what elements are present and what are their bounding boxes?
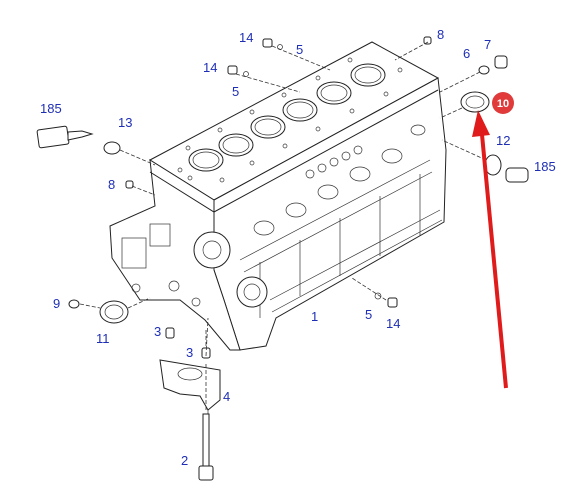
callout-7: 7 xyxy=(484,37,491,52)
callout-12: 12 xyxy=(496,133,510,148)
callout-14-bottom: 14 xyxy=(386,316,400,331)
cylinder-block xyxy=(109,41,447,351)
plug-14-top xyxy=(262,38,283,50)
callout-185-right: 185 xyxy=(534,159,556,174)
bearing-cap-4 xyxy=(159,359,221,440)
callout-5-left: 5 xyxy=(232,84,239,99)
plug-14-left xyxy=(227,65,249,77)
callout-3-left: 3 xyxy=(154,324,161,339)
crankcase-ribs xyxy=(239,159,443,318)
leader-lines xyxy=(79,41,487,410)
callout-9: 9 xyxy=(53,296,60,311)
deck-bolt-holes xyxy=(177,57,403,183)
callout-6: 6 xyxy=(463,46,470,61)
callout-13: 13 xyxy=(118,115,132,130)
main-bearing-bolt-2 xyxy=(198,413,214,481)
plug-7 xyxy=(494,55,508,69)
callout-2: 2 xyxy=(181,453,188,468)
callout-1: 1 xyxy=(311,309,318,324)
callout-8-left: 8 xyxy=(108,177,115,192)
plug-13 xyxy=(103,141,121,155)
callout-3-right: 3 xyxy=(186,345,193,360)
plug-8-left xyxy=(125,180,134,189)
callout-14-top: 14 xyxy=(239,30,253,45)
sealant-tube-right xyxy=(505,167,529,183)
callout-8-top: 8 xyxy=(437,27,444,42)
callout-4: 4 xyxy=(223,389,230,404)
dowel-3a xyxy=(165,327,175,339)
sealant-tube-left xyxy=(36,125,94,149)
callout-5-top: 5 xyxy=(296,42,303,57)
rear-face-details xyxy=(121,223,268,308)
callout-5-bottom: 5 xyxy=(365,307,372,322)
highlight-arrow xyxy=(472,110,508,389)
callout-labels: 14 5 14 5 8 6 7 185 13 12 185 8 9 1 5 14… xyxy=(40,27,556,468)
washer-5-bottom xyxy=(374,292,382,300)
callout-11: 11 xyxy=(96,331,110,346)
cylinder-bores xyxy=(188,63,386,172)
callout-14-left: 14 xyxy=(203,60,217,75)
rear-seal-11 xyxy=(99,300,129,324)
plug-8-top xyxy=(423,36,432,45)
water-jacket-ports xyxy=(253,124,426,236)
seal-ring-10 xyxy=(460,91,490,113)
callout-185-left: 185 xyxy=(40,101,62,116)
o-ring-6 xyxy=(478,65,490,75)
callout-10: 10 xyxy=(497,98,509,110)
plug-14-bottom xyxy=(387,297,398,308)
highlight-badge-10: 10 xyxy=(492,92,514,114)
plug-9 xyxy=(68,299,80,309)
